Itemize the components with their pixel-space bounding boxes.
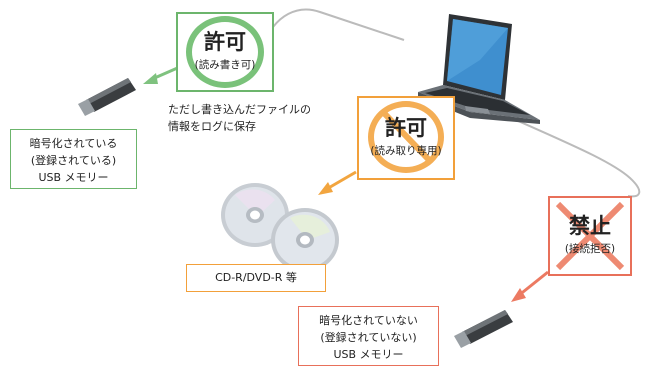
- readonly-panel: 許可 (読み取り専用): [357, 96, 455, 180]
- allowed-title: 許可: [204, 30, 246, 54]
- unregistered-usb-line3: USB メモリー: [333, 348, 404, 361]
- cross-icon: [555, 201, 625, 271]
- usb-drive-icon: [78, 78, 136, 116]
- registered-usb-label: 暗号化されている (登録されている) USB メモリー: [10, 129, 137, 189]
- usb-drive-icon: [454, 310, 513, 348]
- allowed-read-write-panel: 許可 (読み書き可): [176, 12, 274, 92]
- forbidden-subtitle: (接続拒否): [564, 243, 616, 255]
- laptop-icon: [418, 14, 540, 124]
- allowed-subtitle: (読み書き可): [194, 59, 256, 71]
- unregistered-usb-line2: (登録されていない): [320, 331, 417, 344]
- allowed-ring-icon: [186, 16, 264, 88]
- forbidden-panel: 禁止 (接続拒否): [548, 196, 632, 276]
- optical-disc-icon: [221, 183, 339, 272]
- registered-usb-line2: (登録されている): [30, 154, 117, 167]
- unregistered-usb-label: 暗号化されていない (登録されていない) USB メモリー: [298, 306, 439, 366]
- optical-media-text: CD-R/DVD-R 等: [215, 271, 297, 284]
- readonly-subtitle: (読み取り専用): [370, 145, 442, 157]
- optical-media-label: CD-R/DVD-R 等: [186, 264, 326, 292]
- no-write-icon: [368, 101, 444, 173]
- registered-usb-line1: 暗号化されている: [29, 137, 118, 150]
- slash-icon: [380, 109, 434, 165]
- unregistered-usb-line1: 暗号化されていない: [319, 314, 418, 327]
- arrow-to-discs: [318, 170, 357, 195]
- allowed-note-line2: 情報をログに保存: [168, 120, 256, 133]
- forbidden-title: 禁止: [569, 214, 611, 238]
- allowed-note: ただし書き込んだファイルの 情報をログに保存: [168, 101, 311, 135]
- allowed-note-line1: ただし書き込んだファイルの: [168, 103, 311, 116]
- arrow-to-unregistered-usb: [511, 270, 549, 302]
- readonly-title: 許可: [385, 116, 427, 140]
- registered-usb-line3: USB メモリー: [38, 171, 109, 184]
